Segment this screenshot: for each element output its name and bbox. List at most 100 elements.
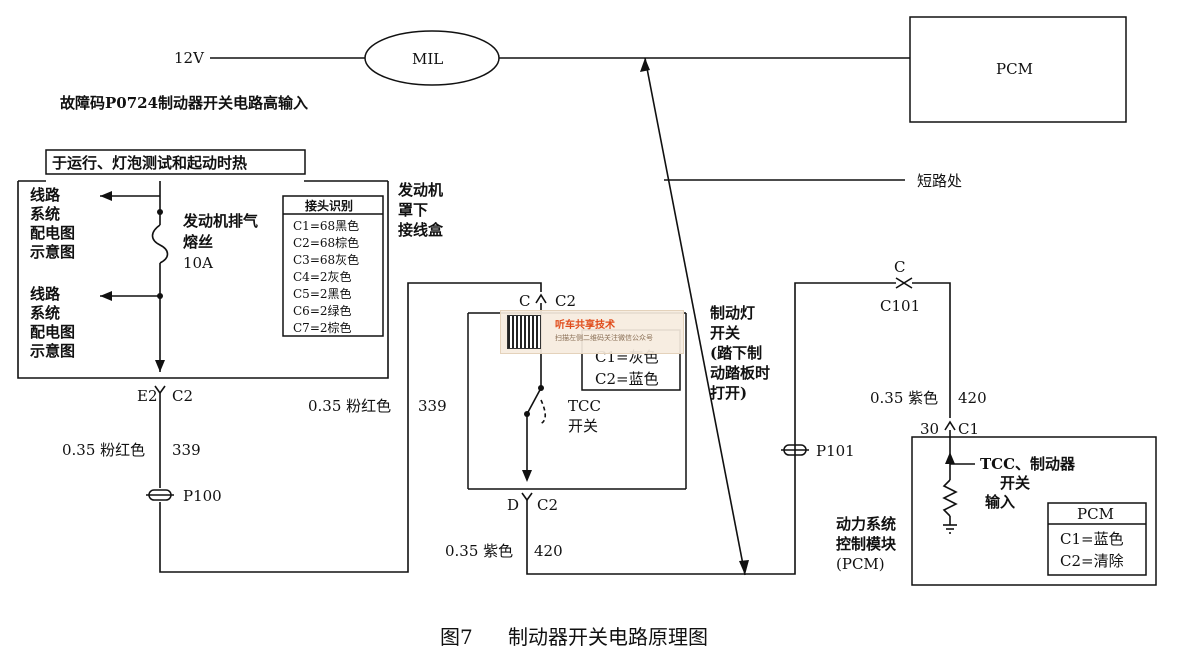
svg-text:系统: 系统 bbox=[30, 304, 60, 322]
svg-text:开关: 开关 bbox=[710, 324, 740, 342]
svg-text:发动机排气: 发动机排气 bbox=[182, 212, 258, 230]
fuse-arrow-down bbox=[155, 360, 165, 372]
connector-d-c2: C2 bbox=[537, 496, 558, 514]
underhood-box-label: 发动机 罩下 接线盒 bbox=[397, 181, 444, 239]
watermark-subtitle: 扫描左侧二维码关注微信公众号 bbox=[555, 334, 653, 342]
svg-text:C2=清除: C2=清除 bbox=[1060, 552, 1124, 570]
connector-d-symbol bbox=[521, 492, 533, 502]
svg-text:控制模块: 控制模块 bbox=[836, 535, 897, 553]
wire-mid-gauge: 0.35 粉红色 bbox=[308, 397, 391, 415]
svg-text:开关: 开关 bbox=[1000, 474, 1030, 492]
svg-text:发动机: 发动机 bbox=[397, 181, 443, 199]
pull-up-resistor bbox=[942, 479, 958, 517]
ground-icon bbox=[943, 524, 957, 534]
hot-condition-box bbox=[45, 149, 306, 175]
svg-text:TCC: TCC bbox=[568, 397, 601, 415]
pcm-module-label: 动力系统 控制模块 (PCM) bbox=[836, 515, 897, 573]
fuse-name: 发动机排气 熔丝 bbox=[182, 212, 258, 251]
svg-text:系统: 系统 bbox=[30, 205, 60, 223]
caption-number: 图7 bbox=[440, 625, 473, 649]
connector-30-symbol bbox=[944, 420, 956, 431]
pcm-module-box bbox=[911, 436, 1157, 586]
svg-text:C2=68棕色: C2=68棕色 bbox=[293, 235, 359, 250]
wire-bottom-gauge: 0.35 紫色 bbox=[445, 542, 513, 560]
splice-p101-label: P101 bbox=[816, 442, 855, 460]
pcm-legend-title: PCM bbox=[1077, 505, 1114, 523]
fuse-symbol bbox=[151, 224, 169, 264]
svg-text:配电图: 配电图 bbox=[30, 323, 75, 341]
pcm-input-arrow bbox=[945, 452, 955, 464]
connector-c-right: C bbox=[894, 258, 905, 276]
tcc-brake-input-label: TCC、制动器 开关 输入 bbox=[980, 455, 1076, 511]
connector-id-table bbox=[282, 195, 384, 337]
svg-text:线路: 线路 bbox=[30, 186, 61, 204]
connector-c2-top: C2 bbox=[555, 292, 576, 310]
svg-text:(PCM): (PCM) bbox=[836, 555, 885, 573]
svg-text:C4=2灰色: C4=2灰色 bbox=[293, 270, 352, 284]
switch-motion-arc bbox=[539, 399, 547, 425]
splice-p101-symbol bbox=[781, 444, 809, 456]
short-circuit-path bbox=[644, 57, 746, 576]
svg-text:C1=蓝色: C1=蓝色 bbox=[1060, 530, 1124, 548]
watermark-badge: 听车共享技术 扫描左侧二维码关注微信公众号 bbox=[500, 310, 684, 354]
fault-code-title: 故障码P0724制动器开关电路高输入 bbox=[60, 94, 308, 112]
fuse-junction bbox=[157, 293, 163, 299]
connector-id-rows: C1=68黑色 C2=68棕色 C3=68灰色 C4=2灰色 C5=2黑色 C6… bbox=[293, 219, 359, 335]
svg-text:线路: 线路 bbox=[30, 285, 61, 303]
svg-text:罩下: 罩下 bbox=[398, 201, 428, 219]
mil-label: MIL bbox=[412, 50, 443, 68]
wire-left-circuit: 339 bbox=[172, 441, 201, 459]
short-arrow-bottom bbox=[739, 560, 749, 575]
svg-text:示意图: 示意图 bbox=[30, 342, 75, 360]
svg-text:制动灯: 制动灯 bbox=[710, 304, 755, 322]
svg-text:(踏下制: (踏下制 bbox=[710, 344, 762, 362]
wire-right-circuit: 420 bbox=[958, 389, 987, 407]
wiring-ref-1: 线路 系统 配电图 示意图 bbox=[30, 186, 75, 261]
svg-text:输入: 输入 bbox=[985, 493, 1015, 511]
watermark-title: 听车共享技术 bbox=[555, 320, 615, 331]
connector-d: D bbox=[507, 496, 519, 514]
connector-30-c1: C1 bbox=[958, 420, 979, 438]
connector-c101: C101 bbox=[880, 297, 920, 315]
wire-420-right bbox=[912, 282, 951, 418]
svg-text:接线盒: 接线盒 bbox=[398, 221, 444, 239]
connector-id-title: 接头识别 bbox=[305, 198, 353, 213]
connector-e2: E2 bbox=[137, 387, 158, 405]
brake-light-switch-label: 制动灯 开关 (踏下制 动踏板时 打开) bbox=[710, 304, 770, 402]
svg-text:C1=68黑色: C1=68黑色 bbox=[293, 219, 359, 233]
svg-text:C2=蓝色: C2=蓝色 bbox=[595, 370, 659, 388]
supply-voltage-label: 12V bbox=[174, 49, 205, 67]
pcm-top-box bbox=[909, 16, 1127, 123]
svg-text:示意图: 示意图 bbox=[30, 243, 75, 261]
pcm-legend-rows: C1=蓝色 C2=清除 bbox=[1060, 530, 1124, 570]
switch-blade bbox=[526, 387, 542, 415]
svg-text:开关: 开关 bbox=[568, 417, 598, 435]
wire-right-gauge: 0.35 紫色 bbox=[870, 389, 938, 407]
connector-30: 30 bbox=[920, 420, 939, 438]
wire-bottom-circuit: 420 bbox=[534, 542, 563, 560]
short-label: 短路处 bbox=[917, 172, 962, 190]
wire-339-route bbox=[159, 282, 542, 573]
svg-text:动力系统: 动力系统 bbox=[836, 515, 896, 533]
connector-c-top: C bbox=[519, 292, 530, 310]
wiring-ref-2-arrow bbox=[100, 291, 112, 301]
connector-c101-right bbox=[902, 277, 913, 289]
svg-text:C6=2绿色: C6=2绿色 bbox=[293, 303, 352, 318]
svg-text:TCC、制动器: TCC、制动器 bbox=[980, 455, 1076, 473]
wiring-ref-1-arrow bbox=[100, 191, 112, 201]
connector-e2-c2: C2 bbox=[172, 387, 193, 405]
svg-text:打开): 打开) bbox=[710, 384, 747, 402]
wire-420-route bbox=[526, 282, 896, 575]
tcc-switch-label: TCC 开关 bbox=[568, 397, 601, 435]
svg-text:C3=68灰色: C3=68灰色 bbox=[293, 253, 359, 267]
splice-p100-label: P100 bbox=[183, 487, 222, 505]
connector-c-symbol bbox=[535, 293, 547, 304]
wire-left-gauge: 0.35 粉红色 bbox=[62, 441, 145, 459]
svg-text:熔丝: 熔丝 bbox=[183, 233, 213, 251]
pcm-legend-box bbox=[1047, 502, 1147, 576]
svg-text:C5=2黑色: C5=2黑色 bbox=[293, 287, 352, 301]
fuse-node bbox=[157, 209, 163, 215]
hot-condition-label: 于运行、灯泡测试和起动时热 bbox=[52, 154, 247, 172]
caption-text: 制动器开关电路原理图 bbox=[508, 625, 708, 649]
